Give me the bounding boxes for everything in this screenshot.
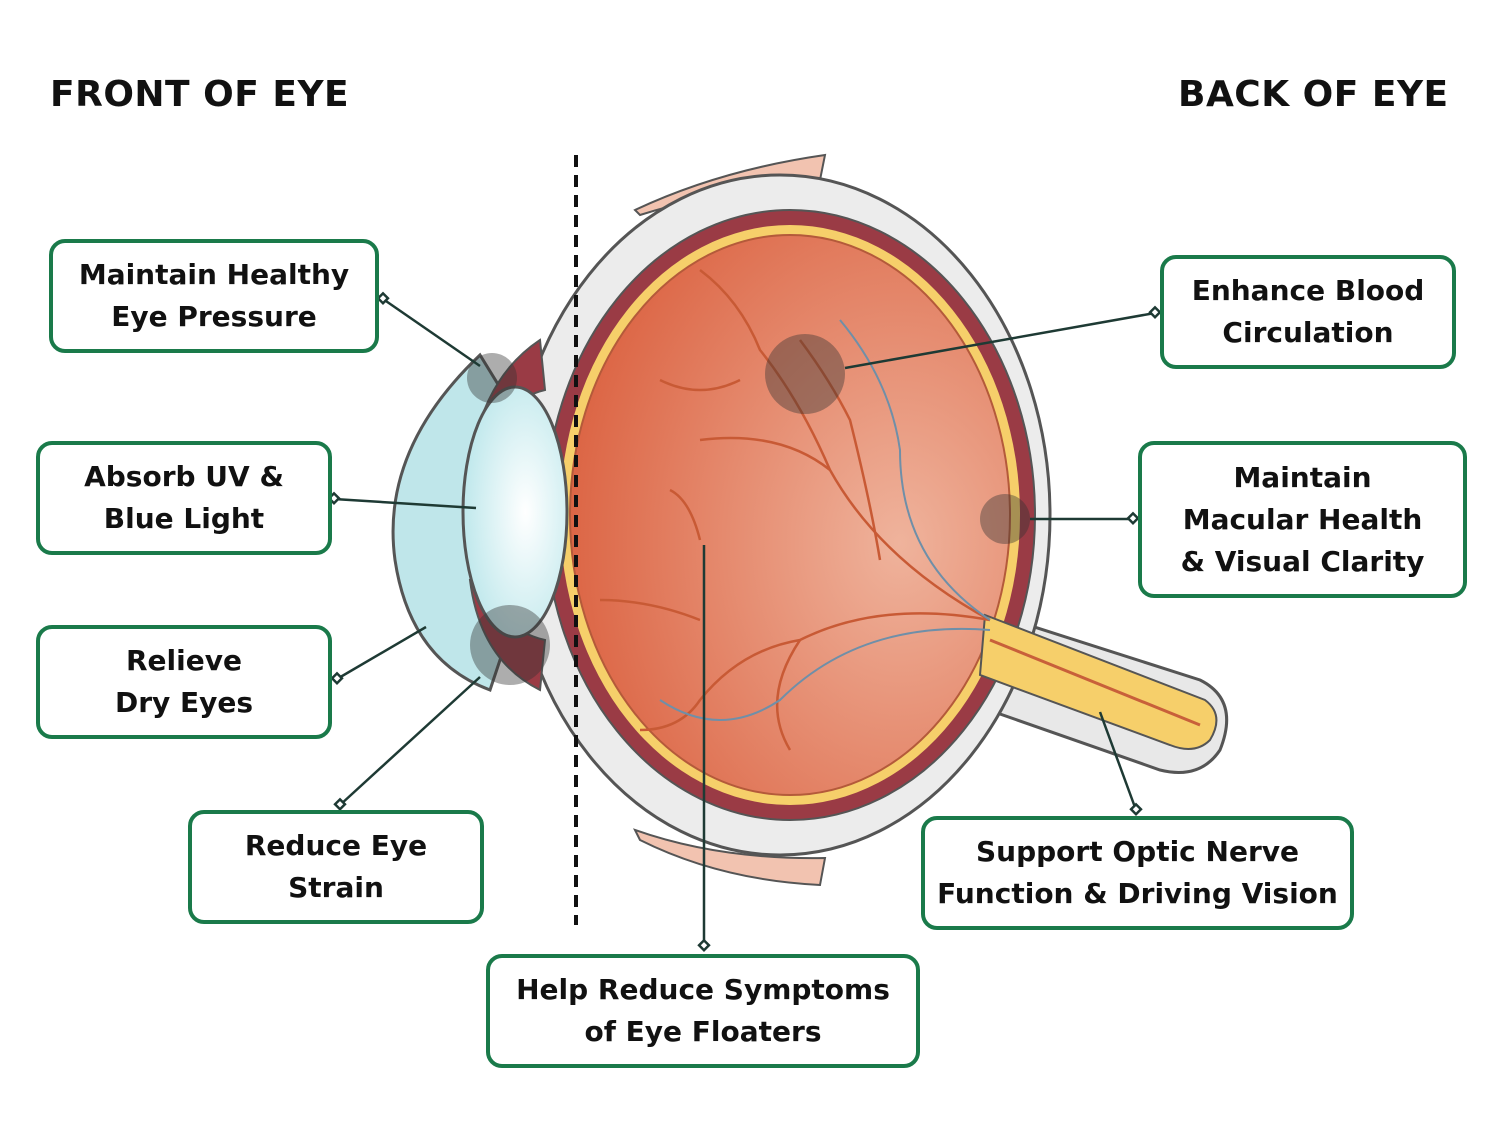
highlight-circles [467,334,1030,685]
back-of-eye-heading: BACK OF EYE [1178,74,1449,115]
label-text: Support Optic Nerve Function & Driving V… [937,835,1338,910]
lens [461,385,569,639]
label-eye-strain: Reduce Eye Strain [188,810,484,924]
optic-nerve-core [978,613,1218,750]
label-text: Help Reduce Symptoms of Eye Floaters [516,973,890,1048]
label-text: Maintain Macular Health & Visual Clarity [1180,460,1425,578]
leader-lines [327,291,1162,953]
label-blood-circulation: Enhance Blood Circulation [1160,255,1456,369]
bottom-muscle [632,828,827,887]
front-of-eye-heading: FRONT OF EYE [50,74,350,115]
retina [569,234,1011,796]
label-text: Enhance Blood Circulation [1191,274,1425,349]
label-text: Relieve Dry Eyes [114,644,254,719]
label-text: Maintain Healthy Eye Pressure [78,258,350,333]
label-eye-pressure: Maintain Healthy Eye Pressure [49,239,379,353]
blood-vessels [599,269,991,751]
label-macular-health: Maintain Macular Health & Visual Clarity [1138,441,1467,598]
label-uv-blue-light: Absorb UV & Blue Light [36,441,332,555]
label-dry-eyes: Relieve Dry Eyes [36,625,332,739]
label-eye-floaters: Help Reduce Symptoms of Eye Floaters [486,954,920,1068]
label-text: Reduce Eye Strain [244,829,428,904]
label-optic-nerve: Support Optic Nerve Function & Driving V… [921,816,1354,930]
label-text: Absorb UV & Blue Light [84,460,284,535]
